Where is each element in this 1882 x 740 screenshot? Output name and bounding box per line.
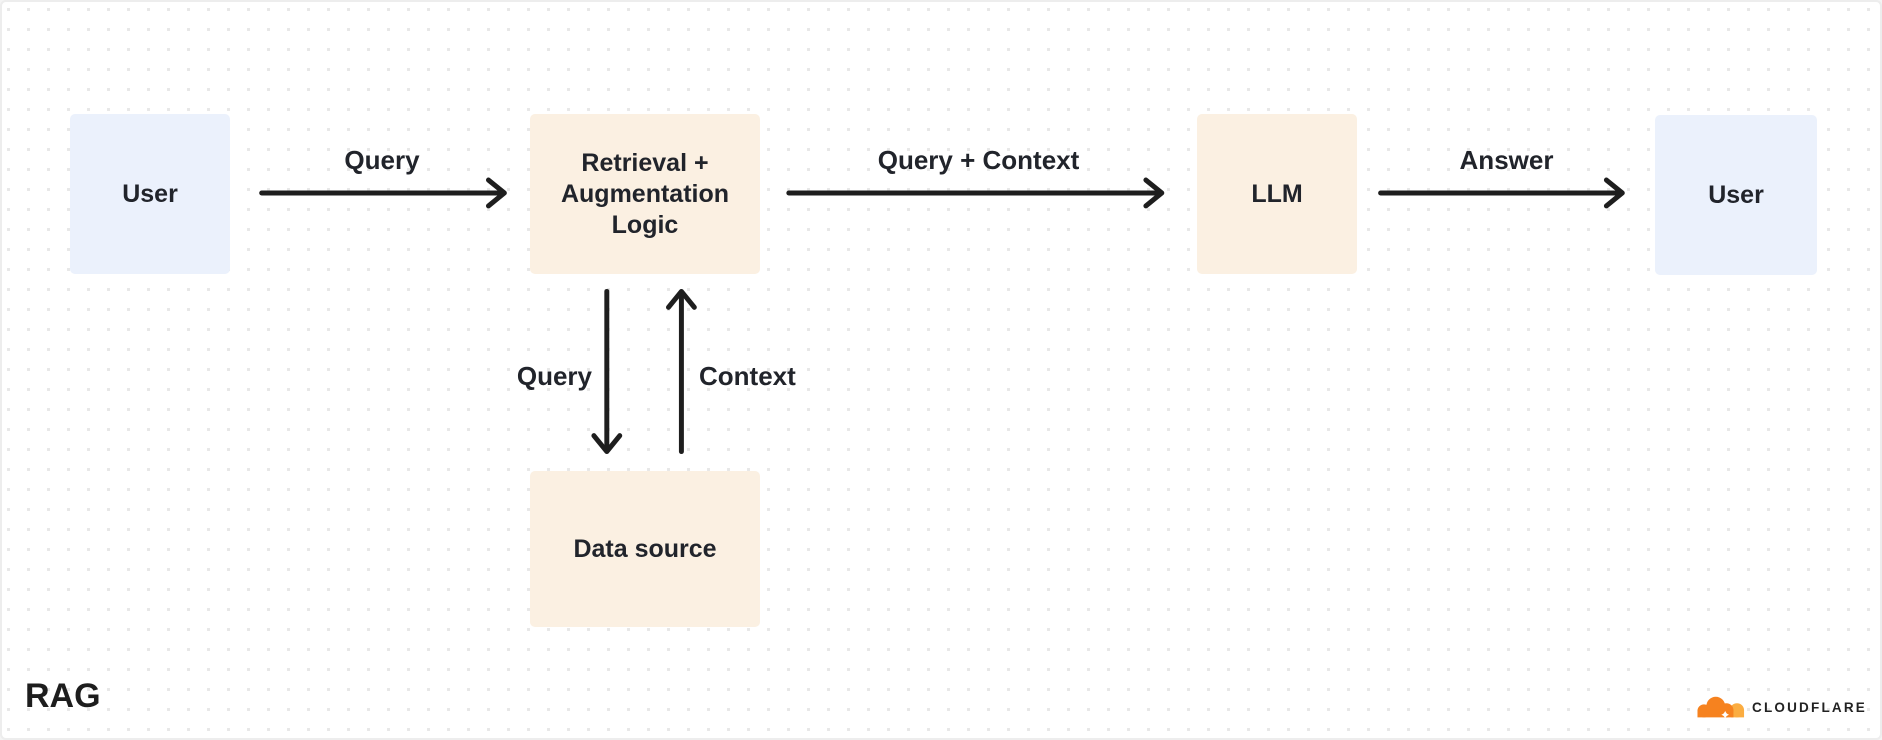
node-user-left: User — [70, 114, 230, 274]
edge-label-query-down: Query — [516, 361, 592, 391]
cloudflare-wordmark: CLOUDFLARE — [1752, 699, 1867, 715]
edge-label-query: Query — [344, 145, 420, 175]
edge-label-query-plus-context: Query + Context — [877, 145, 1080, 175]
edge-label-context-up: Context — [699, 361, 796, 391]
node-data-source-label: Data source — [573, 534, 717, 563]
arrow-datasource-to-retrieval — [665, 288, 697, 455]
node-llm-label: LLM — [1251, 179, 1303, 208]
arrow-llm-to-user — [1378, 177, 1625, 209]
diagram-title: RAG — [25, 677, 101, 715]
node-data-source: Data source — [530, 471, 760, 627]
arrow-retrieval-to-llm — [786, 177, 1165, 209]
node-user-right-label: User — [1708, 180, 1764, 209]
node-retrieval-label: Retrieval + Augmentation Logic — [560, 148, 730, 239]
arrow-retrieval-to-datasource — [591, 288, 623, 455]
node-user-left-label: User — [122, 179, 178, 208]
node-user-right: User — [1655, 115, 1817, 275]
node-retrieval-augmentation-logic: Retrieval + Augmentation Logic — [530, 114, 760, 274]
cloudflare-cloud-icon — [1697, 696, 1745, 719]
cloudflare-logo: CLOUDFLARE — [1691, 690, 1867, 720]
node-llm: LLM — [1197, 114, 1357, 274]
arrow-user-to-retrieval — [259, 177, 507, 209]
edge-label-answer: Answer — [1459, 145, 1554, 175]
